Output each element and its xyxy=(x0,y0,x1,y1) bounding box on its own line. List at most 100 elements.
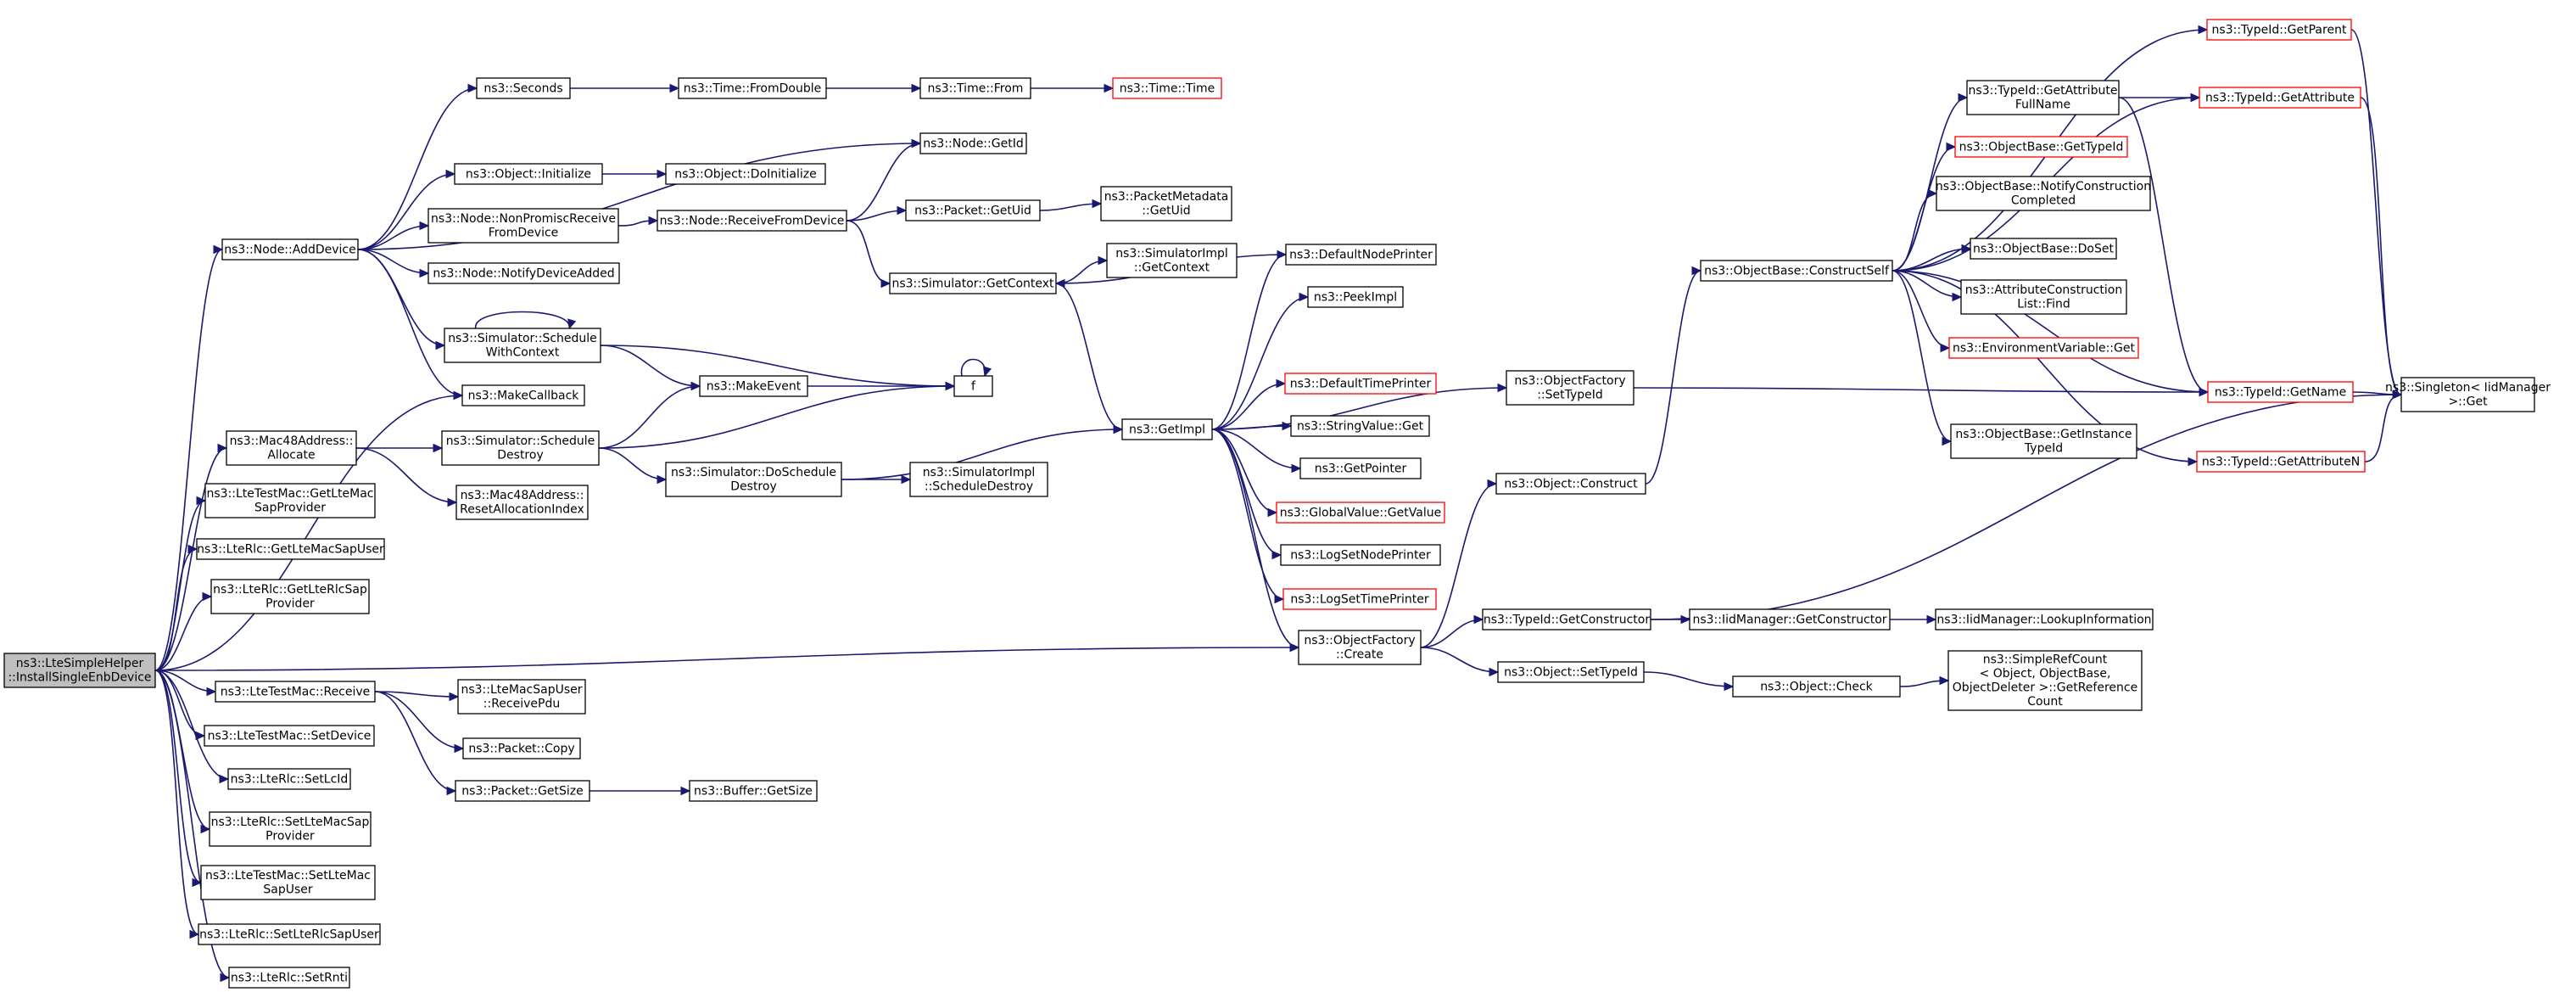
node-label: ns3::Simulator::DoSchedule xyxy=(671,466,836,479)
node-objConstruct[interactable]: ns3::Object::Construct xyxy=(1495,473,1646,495)
node-objFactCreate[interactable]: ns3::ObjectFactory::Create xyxy=(1298,630,1422,665)
node-makeEvent[interactable]: ns3::MakeEvent xyxy=(699,375,808,397)
node-label: ns3::LteRlc::GetLteRlcSap xyxy=(213,583,367,597)
node-label: ns3::LteRlc::SetLteRlcSapUser xyxy=(199,928,379,941)
node-objBaseGetTypeId[interactable]: ns3::ObjectBase::GetTypeId xyxy=(1954,136,2128,158)
node-seconds[interactable]: ns3::Seconds xyxy=(476,77,571,99)
node-objDoInit[interactable]: ns3::Object::DoInitialize xyxy=(665,163,826,185)
edge-root-to-objFactCreate xyxy=(154,642,1300,671)
node-setLcId[interactable]: ns3::LteRlc::SetLcId xyxy=(227,768,351,790)
node-fromDouble[interactable]: ns3::Time::FromDouble xyxy=(678,77,827,99)
node-getImpl[interactable]: ns3::GetImpl xyxy=(1121,418,1213,440)
node-getPointer[interactable]: ns3::GetPointer xyxy=(1299,457,1422,479)
node-getParent[interactable]: ns3::TypeId::GetParent xyxy=(2206,19,2352,41)
node-logSetTime[interactable]: ns3::LogSetTimePrinter xyxy=(1282,588,1437,610)
node-setDevice[interactable]: ns3::LteTestMac::SetDevice xyxy=(204,725,375,747)
node-bufGetSize[interactable]: ns3::Buffer::GetSize xyxy=(689,780,818,802)
node-box xyxy=(1970,238,2117,260)
node-iidGetCtor[interactable]: ns3::IidManager::GetConstructor xyxy=(1689,608,1891,631)
node-box xyxy=(1966,80,2120,115)
node-typeIdGetCtor[interactable]: ns3::TypeId::GetConstructor xyxy=(1482,608,1651,631)
node-typeIdGetName[interactable]: ns3::TypeId::GetName xyxy=(2207,381,2354,403)
node-box xyxy=(204,483,376,518)
node-label: ns3::Simulator::Schedule xyxy=(448,332,597,345)
node-testMacReceive[interactable]: ns3::LteTestMac::Receive xyxy=(215,681,376,703)
node-objCheck[interactable]: ns3::Object::Check xyxy=(1732,675,1901,698)
node-notifyDevAdded[interactable]: ns3::Node::NotifyDeviceAdded xyxy=(427,262,620,284)
node-pktGetUid[interactable]: ns3::Packet::GetUid xyxy=(905,199,1041,221)
node-globalValueGet[interactable]: ns3::GlobalValue::GetValue xyxy=(1276,502,1445,524)
edge-objSetTypeId-to-objCheck xyxy=(1643,671,1735,692)
node-macAllocate[interactable]: ns3::Mac48Address::Allocate xyxy=(226,430,357,466)
node-strValueGet[interactable]: ns3::StringValue::Get xyxy=(1290,415,1430,437)
node-label: ns3::ObjectBase::GetTypeId xyxy=(1959,140,2124,154)
node-simGetContext[interactable]: ns3::Simulator::GetContext xyxy=(889,272,1057,294)
node-label: ::Create xyxy=(1336,648,1383,662)
node-box xyxy=(227,768,351,790)
edge-getImpl-to-globalValueGet xyxy=(1211,429,1278,518)
node-getAttributeN[interactable]: ns3::TypeId::GetAttributeN xyxy=(2196,451,2366,473)
edge-addDevice-to-makeCallback xyxy=(357,249,464,401)
node-singletonGet[interactable]: ns3::Singleton< IidManager>::Get xyxy=(2385,377,2551,412)
node-box xyxy=(454,163,603,185)
node-notifyConstruction[interactable]: ns3::ObjectBase::NotifyConstructionCompl… xyxy=(1936,176,2151,211)
node-peekImpl[interactable]: ns3::PeekImpl xyxy=(1307,286,1404,308)
node-constructSelf[interactable]: ns3::ObjectBase::ConstructSelf xyxy=(1700,260,1893,282)
node-label: SapUser xyxy=(263,883,313,897)
node-label: ns3::LteSimpleHelper xyxy=(16,657,144,670)
node-label: Destroy xyxy=(730,480,776,494)
node-label: ns3::Time::Time xyxy=(1120,81,1215,95)
node-addDevice[interactable]: ns3::Node::AddDevice xyxy=(221,238,359,261)
node-root[interactable]: ns3::LteSimpleHelper::InstallSingleEnbDe… xyxy=(3,653,156,688)
node-recvFromDev[interactable]: ns3::Node::ReceiveFromDevice xyxy=(657,210,847,232)
node-pktCopy[interactable]: ns3::Packet::Copy xyxy=(462,737,581,759)
node-resetAlloc[interactable]: ns3::Mac48Address::ResetAllocationIndex xyxy=(455,485,589,520)
node-schedDestroy[interactable]: ns3::Simulator::ScheduleDestroy xyxy=(441,430,600,466)
node-envVarGet[interactable]: ns3::EnvironmentVariable::Get xyxy=(1948,337,2139,359)
node-timeFrom[interactable]: ns3::Time::From xyxy=(919,77,1031,99)
node-simImplGetContext[interactable]: ns3::SimulatorImpl::GetContext xyxy=(1106,243,1238,278)
node-iidLookup[interactable]: ns3::IidManager::LookupInformation xyxy=(1935,608,2154,631)
node-box xyxy=(919,132,1027,154)
node-defNodePrinter[interactable]: ns3::DefaultNodePrinter xyxy=(1285,244,1437,266)
node-objSetTypeId[interactable]: ns3::Object::SetTypeId xyxy=(1497,661,1645,683)
node-simpleRef[interactable]: ns3::SimpleRefCount< Object, ObjectBase,… xyxy=(1947,650,2143,711)
node-getAttribute[interactable]: ns3::TypeId::GetAttribute xyxy=(2199,87,2361,109)
node-doSet[interactable]: ns3::ObjectBase::DoSet xyxy=(1970,238,2117,260)
node-label: ns3::Node::NonPromiscReceive xyxy=(431,212,616,226)
node-pktMetaGetUid[interactable]: ns3::PacketMetadata::GetUid xyxy=(1100,186,1232,221)
node-makeCallback[interactable]: ns3::MakeCallback xyxy=(461,384,585,406)
node-objInit[interactable]: ns3::Object::Initialize xyxy=(454,163,603,185)
node-pktGetSize[interactable]: ns3::Packet::GetSize xyxy=(455,780,590,802)
node-label: ns3::EnvironmentVariable::Get xyxy=(1953,341,2135,355)
node-label: ns3::MakeEvent xyxy=(707,379,802,393)
node-box xyxy=(2206,19,2352,41)
node-setLteRlcSapUser[interactable]: ns3::LteRlc::SetLteRlcSapUser xyxy=(198,923,381,945)
node-simImplSchedDestroy[interactable]: ns3::SimulatorImpl::ScheduleDestroy xyxy=(909,462,1048,497)
node-objFactSetTypeId[interactable]: ns3::ObjectFactory::SetTypeId xyxy=(1506,370,1634,406)
node-label: Destroy xyxy=(497,449,543,462)
node-nodeGetId[interactable]: ns3::Node::GetId xyxy=(919,132,1027,154)
edge-root-to-setLcId xyxy=(154,670,230,784)
node-label: ns3::Seconds xyxy=(483,81,562,95)
node-receivePdu[interactable]: ns3::LteMacSapUser::ReceivePdu xyxy=(457,679,586,715)
edge-getParent-to-singletonGet xyxy=(2350,29,2403,400)
node-box xyxy=(200,865,376,900)
node-logSetNode[interactable]: ns3::LogSetNodePrinter xyxy=(1280,544,1441,566)
node-box xyxy=(1100,186,1232,221)
node-f[interactable]: f xyxy=(953,375,993,397)
node-getLteMacSapUser[interactable]: ns3::LteRlc::GetLteMacSapUser xyxy=(196,538,385,560)
node-defTimePrinter[interactable]: ns3::DefaultTimePrinter xyxy=(1284,373,1437,395)
node-setRnti[interactable]: ns3::LteRlc::SetRnti xyxy=(228,967,350,989)
node-timeTime[interactable]: ns3::Time::Time xyxy=(1112,77,1222,99)
